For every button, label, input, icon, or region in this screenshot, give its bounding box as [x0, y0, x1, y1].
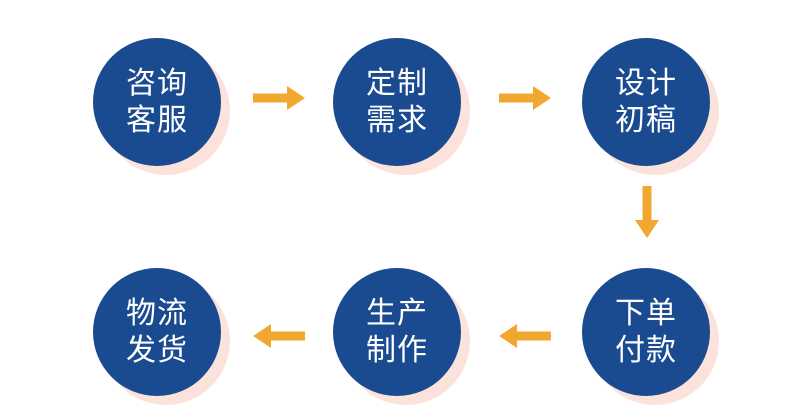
- arrow-left-icon: [499, 324, 551, 348]
- step-circle: 定制 需求: [333, 38, 461, 166]
- step-circle: 生产 制作: [333, 268, 461, 396]
- step-label-line1: 设计: [615, 66, 677, 101]
- arrow-down-icon: [635, 186, 659, 238]
- step-label-line1: 咨询: [126, 66, 188, 101]
- step-circle: 设计 初稿: [582, 38, 710, 166]
- step-circle: 下单 付款: [582, 268, 710, 396]
- step-label-line2: 制作: [366, 333, 428, 368]
- arrow-right-icon: [253, 86, 305, 110]
- step-circle: 咨询 客服: [93, 38, 221, 166]
- step-production: 生产 制作: [333, 268, 470, 405]
- step-label-line2: 客服: [126, 103, 188, 138]
- step-consult-service: 咨询 客服: [93, 38, 230, 175]
- step-label-line2: 付款: [615, 333, 677, 368]
- step-order-payment: 下单 付款: [582, 268, 719, 405]
- step-label-line1: 生产: [366, 296, 428, 331]
- step-logistics-shipping: 物流 发货: [93, 268, 230, 405]
- step-circle: 物流 发货: [93, 268, 221, 396]
- step-label-line1: 下单: [615, 296, 677, 331]
- step-label-line2: 需求: [366, 103, 428, 138]
- arrow-right-icon: [499, 86, 551, 110]
- step-design-draft: 设计 初稿: [582, 38, 719, 175]
- arrow-left-icon: [253, 324, 305, 348]
- step-label-line2: 初稿: [615, 103, 677, 138]
- step-label-line2: 发货: [126, 333, 188, 368]
- step-custom-requirements: 定制 需求: [333, 38, 470, 175]
- step-label-line1: 定制: [366, 66, 428, 101]
- step-label-line1: 物流: [126, 296, 188, 331]
